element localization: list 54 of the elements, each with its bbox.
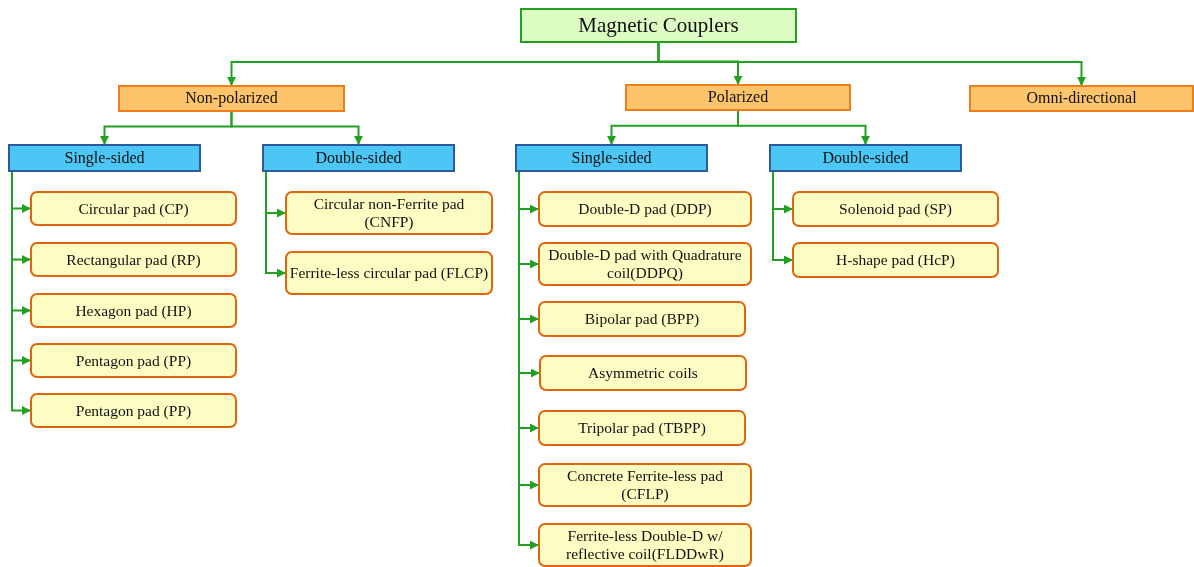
pad-type-box (538, 523, 752, 567)
category-box (625, 84, 851, 111)
arrow (772, 171, 793, 265)
node-label: Double-D pad (DDP) (578, 200, 712, 218)
node-label: Double-sided (315, 148, 402, 168)
pad-type-box (538, 410, 746, 446)
node-label: Single-sided (64, 148, 145, 168)
subcategory-box (515, 144, 708, 172)
node-label: Circular pad (CP) (78, 199, 189, 218)
category-box (969, 85, 1194, 112)
node-label: Omni-directional (1026, 89, 1137, 108)
arrow (737, 110, 870, 145)
pad-type-box (792, 242, 999, 278)
arrow (230, 111, 363, 145)
node-label: Hexagon pad (HP) (75, 301, 192, 320)
pad-type-box (30, 293, 237, 328)
node-label: Pentagon pad (PP) (75, 351, 192, 370)
category-box (118, 85, 345, 112)
pad-type-box (538, 191, 752, 227)
pad-type-box (792, 191, 999, 227)
pad-type-box (30, 191, 237, 226)
subcategory-box (769, 144, 962, 172)
arrow (265, 171, 286, 278)
node-label: H-shape pad (HcP) (836, 251, 955, 269)
node-label: Bipolar pad (BPP) (584, 310, 700, 328)
arrow (11, 171, 31, 415)
pad-type-box (285, 251, 493, 295)
subcategory-box (8, 144, 201, 172)
pad-type-box (30, 343, 237, 378)
pad-type-box (285, 191, 493, 235)
node-label: Asymmetric coils (588, 364, 698, 382)
node-label: Ferrite-less Double-D w/ reflective coil(FLDDwR) (565, 527, 725, 563)
subcategory-box (262, 144, 455, 172)
node-label: Ferrite-less circular pad (FLCP) (289, 264, 489, 282)
pad-type-box (30, 242, 237, 277)
node-label: Polarized (707, 88, 769, 107)
pad-type-box (538, 301, 746, 337)
pad-type-box (538, 242, 752, 286)
node-label: Non-polarized (185, 89, 278, 108)
node-label: Rectangular pad (RP) (66, 250, 201, 269)
pad-type-box (538, 463, 752, 507)
node-label: Concrete Ferrite-less pad (CFLP) (566, 467, 724, 503)
node-label: Tripolar pad (TBPP) (578, 419, 706, 437)
pad-type-box (30, 393, 237, 428)
arrow (657, 42, 1086, 86)
node-label: Pentagon pad (PP) (75, 401, 192, 420)
node-label: Double-D pad with Quadrature coil(DDPQ) (547, 246, 743, 282)
node-label: Magnetic Couplers (578, 13, 739, 38)
node-label: Double-sided (822, 148, 909, 168)
node-label: Single-sided (571, 148, 652, 168)
root-box (520, 8, 797, 43)
pad-type-box (539, 355, 747, 391)
node-label: Circular non-Ferrite pad (CNFP) (312, 195, 466, 231)
node-label: Solenoid pad (SP) (839, 200, 952, 218)
